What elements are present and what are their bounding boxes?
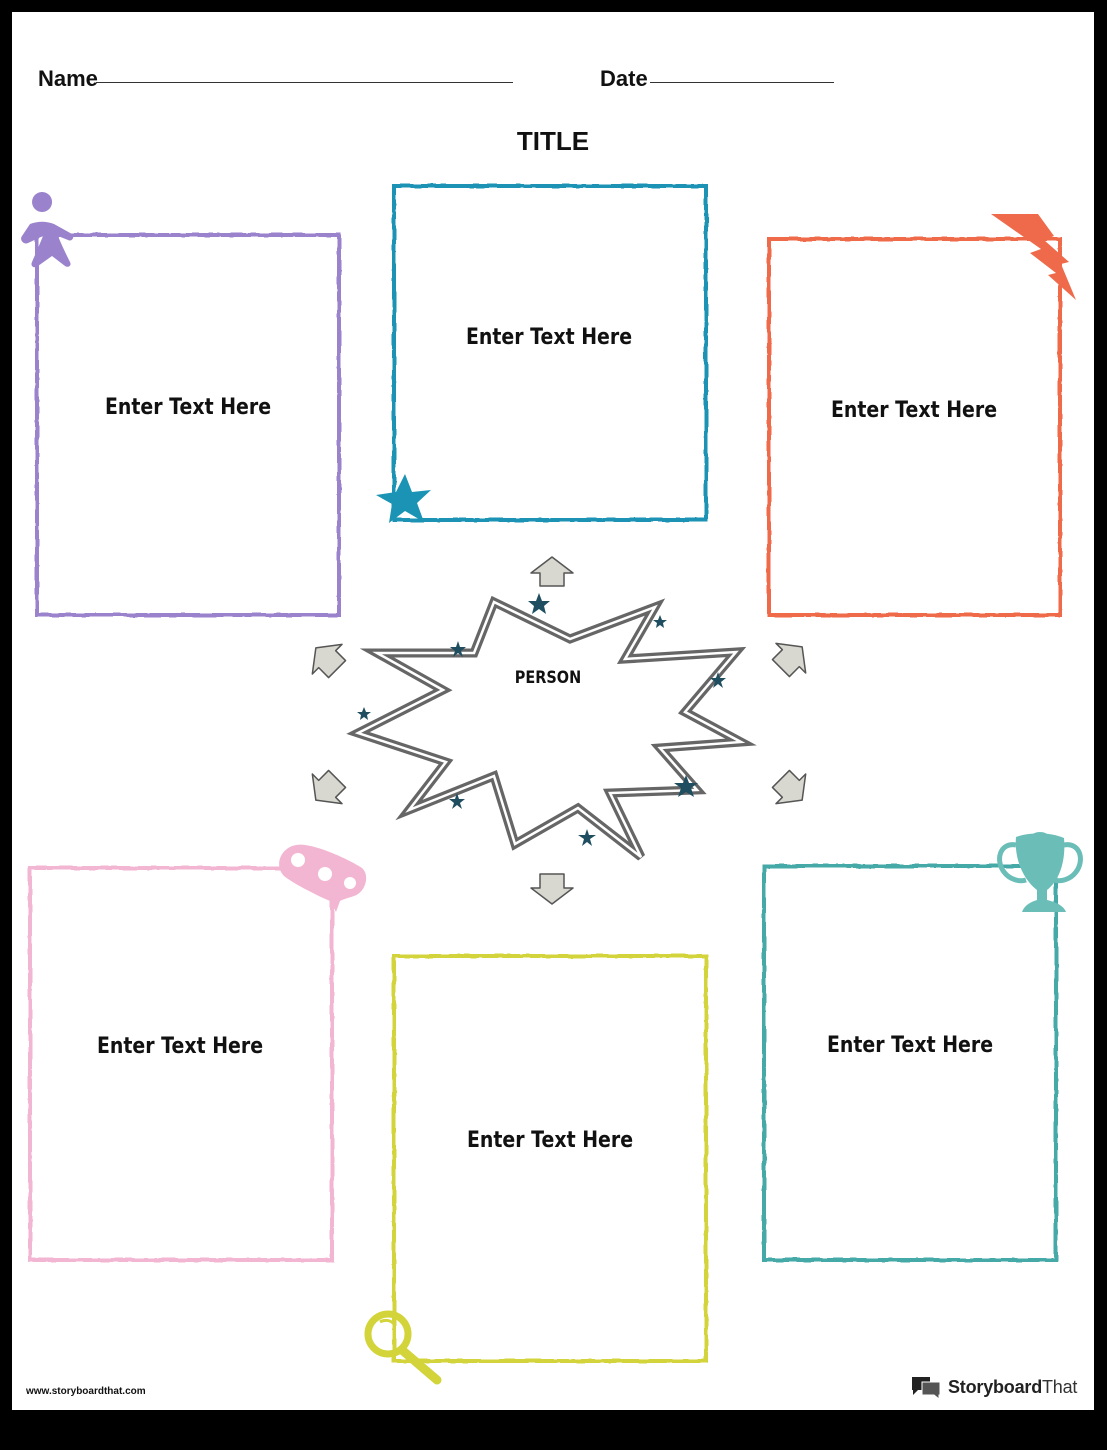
date-line[interactable]	[650, 82, 834, 83]
page-title[interactable]: TITLE	[516, 126, 590, 156]
box-bottom-right-text[interactable]: Enter Text Here	[826, 1033, 994, 1058]
name-line[interactable]	[96, 82, 513, 83]
box-top-center-text[interactable]: Enter Text Here	[465, 325, 633, 350]
brand-logo: StoryboardThat	[910, 1374, 1077, 1400]
box-bottom-center-text[interactable]: Enter Text Here	[466, 1128, 634, 1153]
footer-url: www.storyboardthat.com	[26, 1386, 146, 1397]
date-label: Date	[600, 66, 648, 91]
speech-bubbles-icon	[912, 1377, 941, 1399]
brand-bold: Storyboard	[948, 1376, 1043, 1397]
box-top-left-text[interactable]: Enter Text Here	[104, 395, 272, 420]
center-label[interactable]: PERSON	[514, 668, 582, 688]
box-bottom-left-text[interactable]: Enter Text Here	[96, 1034, 264, 1059]
brand-light: That	[1042, 1376, 1078, 1397]
box-top-right-text[interactable]: Enter Text Here	[830, 398, 998, 423]
name-label: Name	[38, 66, 98, 91]
worksheet-page	[12, 12, 1094, 1410]
